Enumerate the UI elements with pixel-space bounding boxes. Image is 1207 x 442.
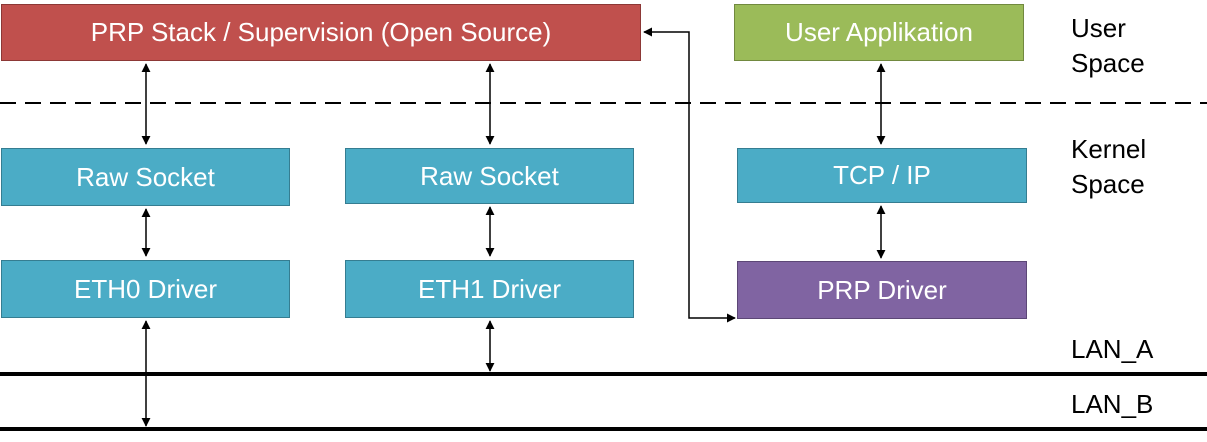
raw-socket-0-label: Raw Socket [76, 161, 215, 192]
user-application-label: User Applikation [785, 17, 973, 47]
raw-socket-1-box: Raw Socket [345, 148, 634, 204]
kernel-space-line-2: Space [1071, 169, 1145, 199]
lan-a-label: LAN_A [1071, 334, 1154, 364]
user-space-label: User Space [1071, 11, 1145, 81]
raw-socket-1-label: Raw Socket [420, 160, 559, 191]
tcp-ip-label: TCP / IP [833, 160, 931, 190]
kernel-space-line-1: Kernel [1071, 134, 1147, 164]
eth0-driver-box: ETH0 Driver [1, 260, 290, 318]
raw-socket-0-box: Raw Socket [1, 148, 290, 206]
user-space-line-2: Space [1071, 48, 1145, 78]
lan-b-label: LAN_B [1071, 389, 1154, 419]
eth1-driver-box: ETH1 Driver [345, 260, 634, 318]
eth0-driver-label: ETH0 Driver [73, 273, 217, 304]
user-application-box: User Applikation [734, 4, 1024, 61]
arrow-prp-stack-prp-driver [643, 27, 736, 323]
kernel-space-label: Kernel Space [1071, 132, 1146, 202]
eth1-driver-label: ETH1 Driver [417, 273, 561, 304]
tcp-ip-box: TCP / IP [737, 148, 1027, 203]
prp-stack-box: PRP Stack / Supervision (Open Source) [1, 4, 641, 61]
user-space-line-1: User [1071, 13, 1126, 43]
prp-stack-label: PRP Stack / Supervision (Open Source) [90, 17, 552, 47]
prp-driver-box: PRP Driver [737, 261, 1027, 319]
prp-driver-label: PRP Driver [817, 274, 947, 305]
